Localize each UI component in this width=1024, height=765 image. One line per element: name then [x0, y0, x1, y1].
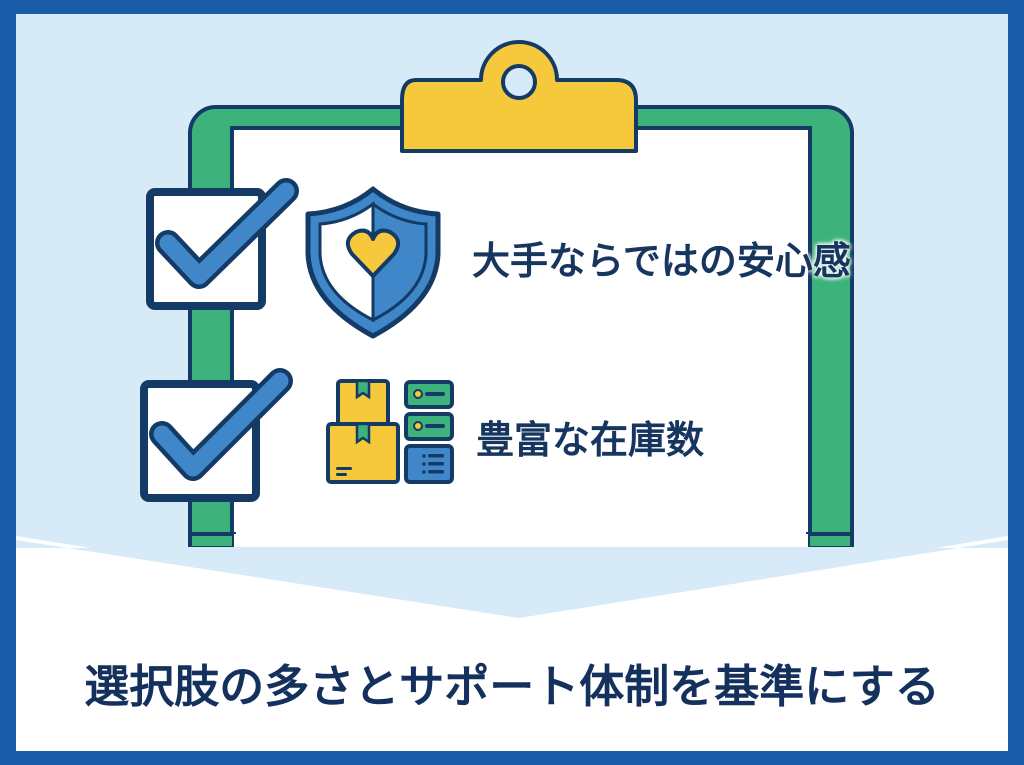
shield-heart-icon [305, 186, 441, 339]
heart-icon [345, 228, 401, 278]
bottom-banner [16, 536, 1008, 751]
checklist-item-label: 豊富な在庫数 [476, 418, 705, 462]
boxes-and-inventory-icon [326, 379, 454, 484]
chevron-arrow [16, 540, 1008, 618]
illustration-frame: 大手ならではの安心感 豊富な在庫数 選択肢の多さとサポート体制を基準にする [16, 14, 1008, 751]
checkbox-1 [146, 178, 299, 310]
clipboard-illustration [16, 40, 1008, 751]
clipboard-frame [188, 105, 854, 570]
checklist-item-label: 大手ならではの安心感 [472, 239, 851, 283]
checkbox-2 [140, 368, 293, 502]
headline: 選択肢の多さとサポート体制を基準にする [84, 660, 940, 713]
clipboard-clip [400, 40, 638, 153]
clip-hole [501, 64, 537, 100]
clipboard-paper [230, 126, 812, 570]
